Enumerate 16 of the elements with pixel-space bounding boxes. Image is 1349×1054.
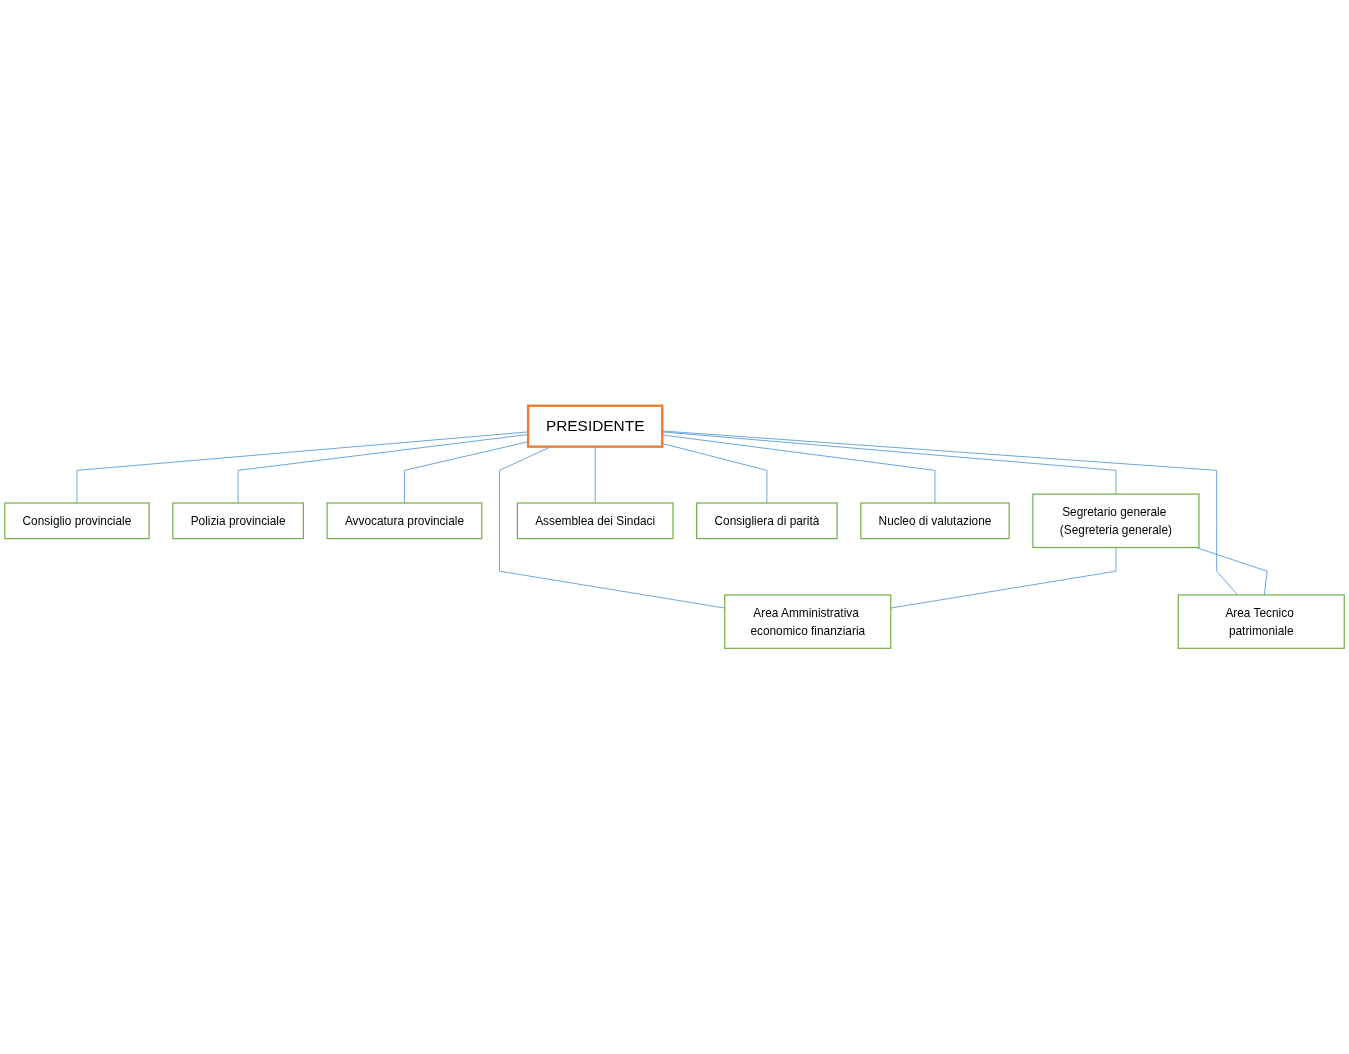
node-box: Assemblea dei Sindaci bbox=[516, 502, 674, 540]
node-box: Polizia provinciale bbox=[172, 502, 304, 540]
node-box: Nucleo di valutazione bbox=[860, 502, 1010, 540]
connector bbox=[404, 441, 529, 504]
node-box: PRESIDENTE bbox=[526, 404, 664, 448]
node-box: Segretario generale (Segreteria generale) bbox=[1032, 493, 1200, 549]
connector bbox=[76, 431, 529, 504]
connector bbox=[1195, 547, 1268, 596]
node-box: Area Amministrativa economico finanziaria bbox=[724, 594, 892, 649]
node-box: Consiglio provinciale bbox=[4, 502, 150, 540]
connector bbox=[237, 434, 529, 504]
connector bbox=[890, 547, 1117, 609]
node-box: Area Tecnico patrimoniale bbox=[1177, 594, 1345, 649]
connector bbox=[594, 446, 596, 504]
node-box: Avvocatura provinciale bbox=[326, 502, 483, 540]
node-box: Consigliera di parità bbox=[696, 502, 838, 540]
